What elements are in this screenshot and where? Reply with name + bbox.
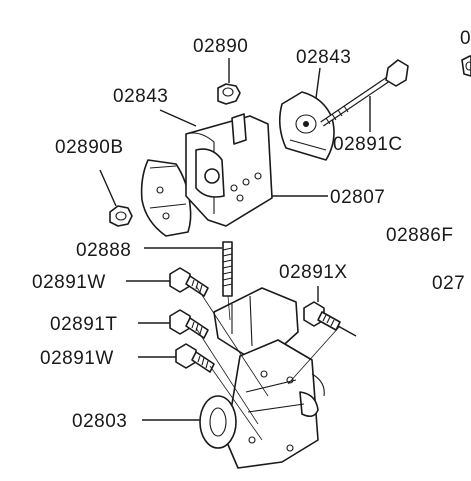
label-stud: 02888 <box>76 240 131 261</box>
bolt-icon <box>169 267 209 297</box>
label-nut-left: 02890B <box>55 137 124 158</box>
label-clip-right-top: 0 <box>460 28 471 49</box>
bolt-icon <box>320 59 409 127</box>
label-clip-right-1: 02886F <box>386 225 453 246</box>
alignment-guides <box>195 285 341 441</box>
bolt-icon <box>175 343 215 373</box>
hex-nut-icon <box>217 83 241 105</box>
cover-plate-icon <box>140 159 192 237</box>
label-bolt-long: 02891C <box>333 134 403 155</box>
hex-nut-icon <box>461 55 471 77</box>
mount-bracket-icon <box>199 287 325 469</box>
bolt-icon <box>303 301 341 331</box>
label-bolt-x: 02891X <box>279 262 348 283</box>
bolt-icon <box>169 309 209 339</box>
label-bolt-w-lower: 02891W <box>40 348 114 369</box>
cover-plate-icon <box>278 91 335 161</box>
label-bolt-t: 02891T <box>50 314 117 335</box>
label-bracket: 02803 <box>72 411 127 432</box>
label-cover-right: 02843 <box>296 47 351 68</box>
label-nut-top: 02890 <box>193 36 248 57</box>
label-cover-left: 02843 <box>113 86 168 107</box>
label-insulator: 02807 <box>330 187 385 208</box>
hex-nut-icon <box>109 205 133 227</box>
label-clip-right-2: 027 <box>432 273 465 294</box>
insulator-icon <box>185 113 273 227</box>
stud-icon <box>222 241 233 297</box>
label-bolt-w-upper: 02891W <box>32 272 106 293</box>
